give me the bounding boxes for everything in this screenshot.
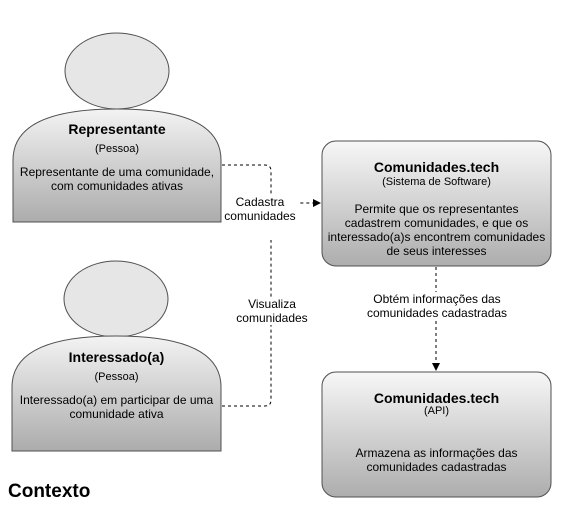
interessado-person-shape bbox=[11, 260, 222, 452]
edge-cadastra bbox=[222, 164, 321, 207]
representante-title: Representante bbox=[68, 121, 166, 137]
interessado-title: Interessado(a) bbox=[68, 349, 165, 365]
api-box bbox=[321, 371, 552, 498]
sistema-description-line: interessado(a)s encontrem comunidades bbox=[327, 230, 546, 244]
interessado-description-line: Interessado(a) em participar de uma bbox=[19, 393, 214, 407]
sistema-description-line: cadastrem comunidades, e que os bbox=[344, 216, 529, 230]
api-type: (API) bbox=[423, 405, 450, 417]
edge-visualiza-label: Visualiza comunidades bbox=[232, 297, 312, 325]
edge-obtem-label-line: Obtém informações das bbox=[373, 292, 501, 306]
interessado-head bbox=[63, 260, 169, 338]
api-title: Comunidades.tech bbox=[373, 390, 500, 406]
edge-obtem-label: Obtém informações das comunidades cadast… bbox=[361, 292, 513, 320]
representante-head bbox=[64, 32, 170, 110]
edge-visualiza-label-line: comunidades bbox=[236, 311, 308, 325]
interessado-description-line: comunidade ativa bbox=[69, 407, 164, 421]
representante-description-line: com comunidades ativas bbox=[50, 179, 184, 193]
sistema-title: Comunidades.tech bbox=[373, 159, 500, 175]
sistema-type: (Sistema de Software) bbox=[382, 176, 491, 188]
edge-visualiza bbox=[222, 240, 272, 407]
sistema-box bbox=[321, 140, 552, 267]
representante-person-shape bbox=[12, 32, 222, 223]
api-description-line: comunidades cadastradas bbox=[366, 460, 507, 474]
interessado-description: Interessado(a) em participar de uma comu… bbox=[12, 393, 221, 421]
api-description: Armazena as informações das comunidades … bbox=[322, 446, 551, 474]
edge-obtem-label-line: comunidades cadastradas bbox=[366, 306, 508, 320]
representante-type: (Pessoa) bbox=[94, 143, 140, 155]
representante-body bbox=[12, 108, 222, 223]
interessado-body bbox=[11, 335, 222, 452]
interessado-type: (Pessoa) bbox=[94, 371, 139, 383]
edge-visualiza-label-line: Visualiza bbox=[248, 297, 296, 311]
representante-description-line: Representante de uma comunidade, bbox=[19, 165, 215, 179]
sistema-description-line: Permite que os representantes bbox=[354, 202, 519, 216]
edge-cadastra-label: Cadastra comunidades bbox=[222, 195, 298, 223]
api-description-line: Armazena as informações das bbox=[355, 446, 518, 460]
sistema-description-line: de seus interesses bbox=[386, 244, 487, 258]
representante-description: Representante de uma comunidade, com com… bbox=[13, 165, 221, 193]
edge-cadastra-label-line: comunidades bbox=[224, 209, 296, 223]
sistema-description: Permite que os representantes cadastrem … bbox=[322, 202, 551, 258]
edge-cadastra-label-line: Cadastra bbox=[235, 195, 285, 209]
context-label: Contexto bbox=[8, 481, 91, 502]
